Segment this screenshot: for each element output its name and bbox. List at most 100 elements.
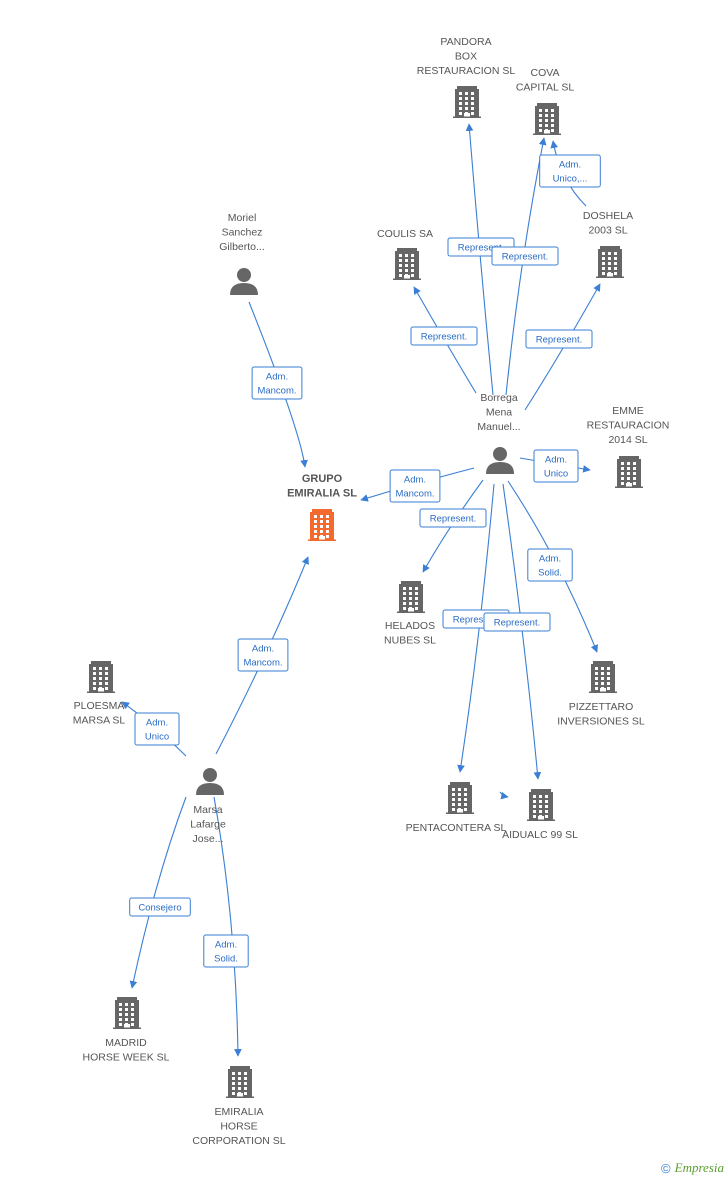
edge-borrega-to-aidualc (502, 483, 542, 780)
person-icon[interactable] (230, 268, 258, 295)
edge-label-text: Adm. (559, 160, 581, 171)
copyright-symbol: © (661, 1160, 671, 1176)
edge-label-doshela-to-cova[interactable]: Adm.Unico,... (539, 154, 601, 188)
node-doshela[interactable]: DOSHELA 2003 SL (583, 210, 633, 278)
node-label: MARSA SL (73, 715, 126, 727)
building-icon[interactable] (308, 509, 336, 541)
edge-label-text: Adm. (545, 455, 567, 466)
node-label: NUBES SL (384, 635, 436, 647)
person-icon[interactable] (196, 768, 224, 795)
building-icon[interactable] (113, 997, 141, 1029)
edge-label-borrega-to-pizzettaro[interactable]: Adm.Solid. (527, 548, 573, 582)
node-label: Mena (486, 407, 512, 419)
node-label: BOX (455, 51, 477, 63)
edge-label-text: Consejero (138, 903, 181, 914)
edge-label-text: Represent. (494, 618, 540, 629)
building-icon[interactable] (226, 1066, 254, 1098)
edge-label-text: Represent. (453, 615, 499, 626)
person-icon[interactable] (486, 447, 514, 474)
node-pizzettaro[interactable]: PIZZETTARO INVERSIONES SL (557, 661, 645, 728)
edge-label-borrega-to-grupo[interactable]: Adm.Mancom. (389, 469, 441, 503)
edge-label-text: Represent. (421, 332, 467, 343)
edge-label-text: Adm. (146, 718, 168, 729)
edge-label-borrega-to-doshela[interactable]: Represent. (525, 329, 593, 349)
node-label: 2014 SL (608, 434, 647, 446)
edge-label-borrega-to-emme[interactable]: Adm. Unico (533, 449, 579, 483)
node-borrega[interactable]: BorregaMenaManuel... (477, 392, 521, 474)
edge-borrega-to-cova (505, 137, 547, 396)
node-label: Marsa (193, 804, 222, 816)
edge-label-text: Represent. (430, 514, 476, 525)
edge-moriel-to-grupo (248, 301, 308, 468)
building-icon[interactable] (453, 86, 481, 118)
edge-label-text: Represent. (536, 335, 582, 346)
node-coulis[interactable]: COULIS SA (377, 228, 433, 280)
node-label: Jose... (193, 833, 224, 845)
building-icon[interactable] (446, 782, 474, 814)
edge-label-marsa-to-madrid[interactable]: Consejero (129, 897, 191, 917)
edge-borrega-to-doshela (524, 283, 601, 411)
edge-label-text: Adm. (252, 644, 274, 655)
node-label: HORSE WEEK SL (83, 1052, 170, 1064)
empresia-logo[interactable]: Empresia (674, 1160, 724, 1175)
edge-label-text: Adm. (215, 940, 237, 951)
node-pentacontera[interactable]: PENTACONTERA SL (406, 782, 507, 834)
edge-label-borrega-to-cova[interactable]: Represent. (491, 246, 559, 266)
edge-label-text: Mancom. (257, 386, 296, 397)
node-label: Lafarge (190, 819, 226, 831)
node-label: CAPITAL SL (516, 82, 575, 94)
edge-label-text: Adm. (266, 372, 288, 383)
node-label: HORSE (220, 1121, 257, 1133)
node-label: Sanchez (222, 227, 263, 239)
edge-label-text: Adm. (539, 554, 561, 565)
building-icon[interactable] (397, 581, 425, 613)
building-icon[interactable] (533, 103, 561, 135)
edge-label-borrega-to-helados[interactable]: Represent. (419, 508, 487, 528)
edge-borrega-to-pentacontera (457, 483, 495, 773)
building-icon[interactable] (87, 661, 115, 693)
node-moriel[interactable]: MorielSanchezGilberto... (219, 212, 265, 295)
node-label: COULIS SA (377, 228, 433, 240)
building-icon[interactable] (596, 246, 624, 278)
edge-label-marsa-to-emiralia_horse[interactable]: Adm. Solid. (203, 934, 249, 968)
node-label: INVERSIONES SL (557, 716, 645, 728)
node-label: DOSHELA (583, 210, 633, 222)
building-icon[interactable] (393, 248, 421, 280)
node-label: PIZZETTARO (569, 701, 634, 713)
node-label: RESTAURACION SL (417, 65, 516, 77)
node-marsa[interactable]: MarsaLafargeJose... (190, 768, 226, 845)
node-label: AIDUALC 99 SL (502, 829, 578, 841)
building-icon[interactable] (527, 789, 555, 821)
edge-label-text: Solid. (214, 954, 238, 965)
node-label: RESTAURACION (587, 420, 670, 432)
building-icon[interactable] (615, 456, 643, 488)
node-label: HELADOS (385, 620, 435, 632)
edge-label-text: Unico (544, 469, 568, 480)
edge-labels-layer: Adm.Mancom.Adm.Mancom.Adm.Mancom.Represe… (129, 154, 601, 968)
node-label: Borrega (480, 392, 518, 404)
edge-label-marsa-to-grupo[interactable]: Adm.Mancom. (237, 638, 289, 672)
edge-pentacontera-to-aidualc (499, 791, 509, 800)
edge-label-text: Represent. (458, 243, 504, 254)
edge-label-borrega-to-coulis[interactable]: Represent. (410, 326, 478, 346)
node-label: EMIRALIA (214, 1106, 263, 1118)
node-aidualc[interactable]: AIDUALC 99 SL (502, 789, 578, 841)
edge-borrega-to-pandora (465, 123, 494, 396)
node-madrid[interactable]: MADRID HORSE WEEK SL (83, 997, 170, 1064)
node-helados[interactable]: HELADOS NUBES SL (384, 581, 436, 647)
edge-label-marsa-to-ploesma[interactable]: Adm.Unico (134, 712, 180, 746)
building-icon[interactable] (589, 661, 617, 693)
node-label: 2003 SL (588, 225, 627, 237)
node-label: GRUPO (302, 473, 343, 485)
node-label: MADRID (105, 1037, 147, 1049)
edge-label-borrega-to-aidualc[interactable]: Represent. (483, 612, 551, 632)
edge-label-moriel-to-grupo[interactable]: Adm. Mancom. (251, 366, 303, 400)
